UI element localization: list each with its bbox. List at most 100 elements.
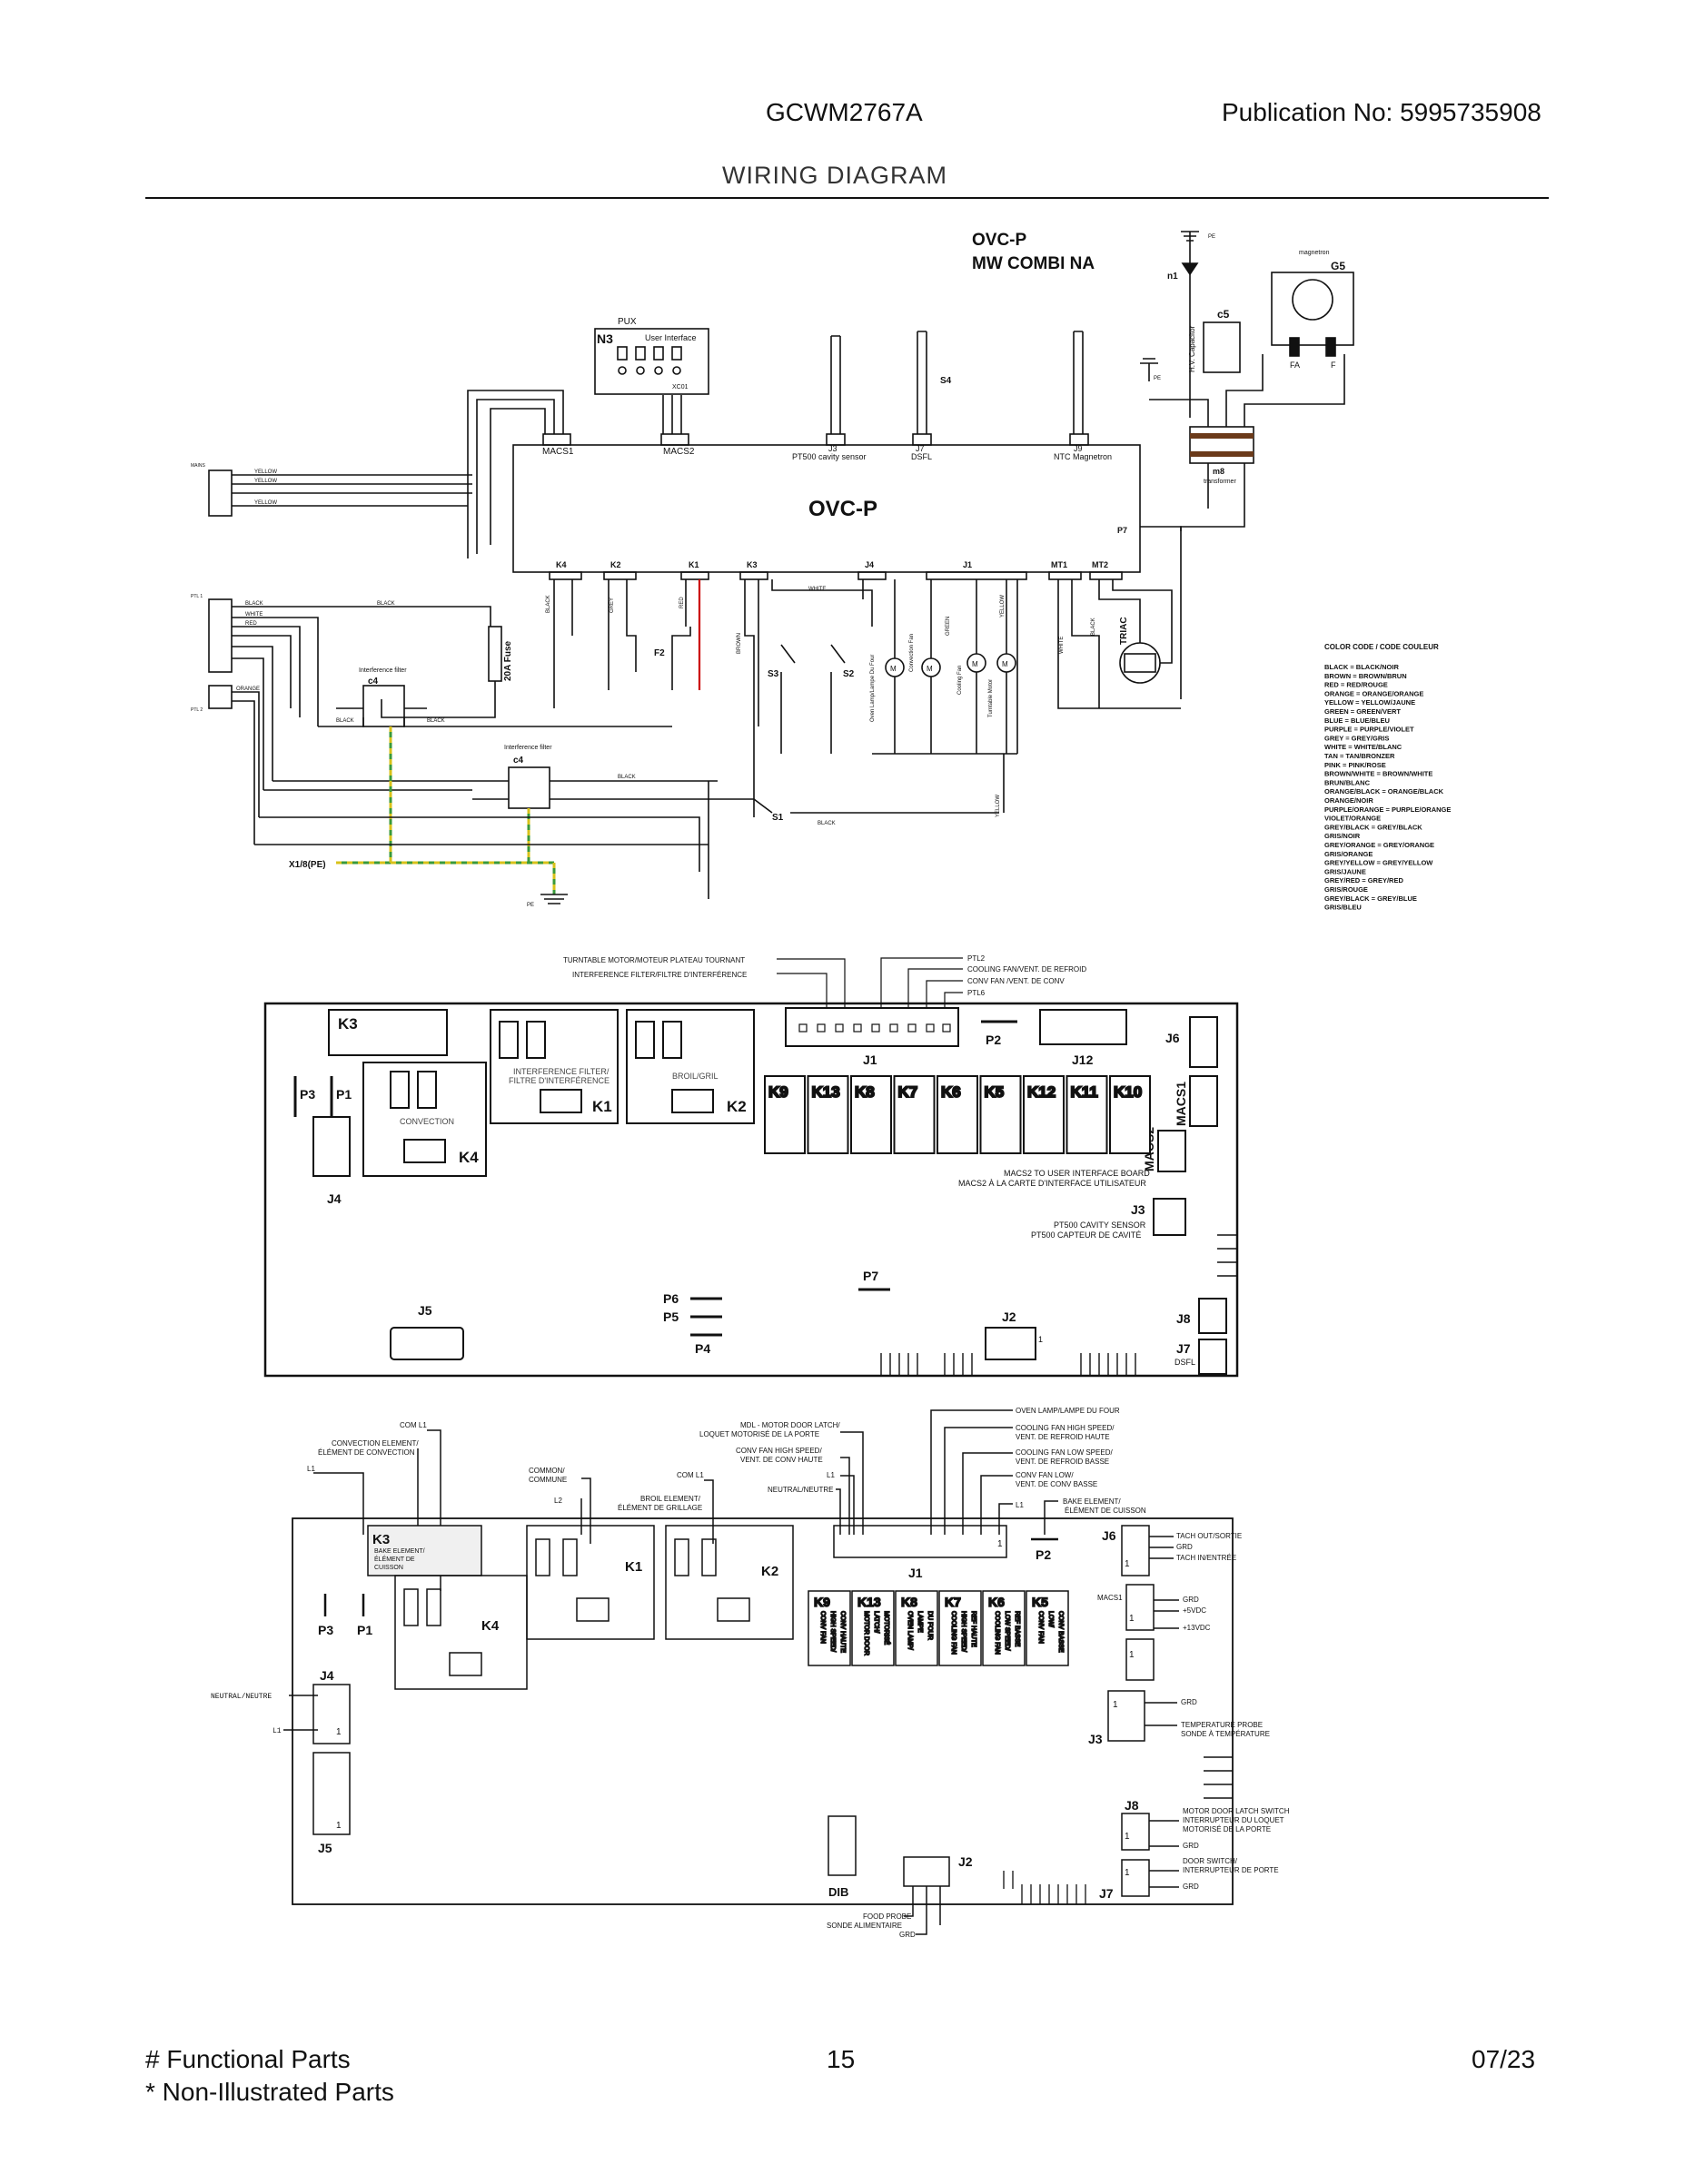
- b1-k1-relay: [490, 1009, 619, 1124]
- b2-k2-label: K2: [761, 1564, 778, 1579]
- f-label: F: [1331, 361, 1336, 370]
- b2-callout-convhigh-1: CONV FAN HIGH SPEED/: [736, 1447, 822, 1455]
- b1-p2-label: P2: [986, 1033, 1001, 1047]
- b1-j3-note-2: PT500 CAPTEUR DE CAVITÉ: [1031, 1230, 1141, 1240]
- b2-callout-conv-1: CONVECTION ELEMENT/: [332, 1439, 419, 1448]
- ptl1-label: PTL 1: [191, 594, 203, 599]
- b2-callout-mdl-2: LOQUET MOTORISÉ DE LA PORTE: [699, 1430, 819, 1438]
- wire-red-ptl: RED: [245, 621, 257, 627]
- b2-callout-coollow-1: COOLING FAN LOW SPEED/: [1016, 1448, 1113, 1457]
- color-code-legend: COLOR CODE / CODE COULEUR BLACK = BLACK/…: [1324, 643, 1451, 912]
- wire-black-filter: BLACK: [336, 718, 354, 724]
- n1-label: n1: [1167, 272, 1178, 282]
- b2-j2-probe-2: SONDE ALIMENTAIRE: [827, 1922, 902, 1930]
- b2-k3-label: K3: [372, 1532, 390, 1547]
- mt1-label: MT1: [1051, 560, 1067, 569]
- b2-k1-label: K1: [625, 1559, 642, 1575]
- ground-wire-green: [336, 726, 556, 894]
- schematic: OVC-P OVC-P MW COMBI NA PUX N3 User Inte…: [191, 231, 1354, 908]
- wire-black-s1: BLACK: [818, 821, 836, 826]
- color-code-line: WHITE = WHITE/BLANC: [1324, 743, 1403, 751]
- b1-k1-desc-1: INTERFERENCE FILTER/: [513, 1067, 610, 1076]
- b2-relay-body: [1026, 1590, 1069, 1666]
- b2-j6-pin1: 1: [1125, 1559, 1130, 1569]
- pe-label-ground: PE: [527, 903, 534, 908]
- wire-orange-ptl: ORANGE: [236, 687, 260, 692]
- b1-j2-pin-1: 1: [1038, 1335, 1043, 1344]
- b2-k1-relay: [526, 1525, 655, 1640]
- j4-conn-label: J4: [865, 560, 874, 569]
- macs2-label: MACS2: [663, 447, 695, 457]
- wire-grey-k2: GREY: [610, 598, 615, 613]
- triac: [1119, 642, 1161, 684]
- b2-callout-l2: L2: [554, 1497, 562, 1505]
- b2-callout-convhigh-2: VENT. DE CONV HAUTE: [740, 1456, 823, 1464]
- s2-label: S2: [843, 669, 855, 679]
- interference-filter-1: [362, 685, 405, 727]
- wire-green: GREEN: [946, 617, 951, 636]
- turntable-label: Turntable Motor: [988, 679, 994, 717]
- b2-relay-body: [982, 1590, 1026, 1666]
- board-2-outline: [292, 1517, 1234, 1905]
- b2-extra-pin1: 1: [1129, 1650, 1135, 1660]
- b2-callout-com-l1: COM L1: [400, 1421, 427, 1429]
- hv-capacitor: [1203, 321, 1241, 373]
- wire-black-filter-2: BLACK: [427, 718, 445, 724]
- wire-brown: BROWN: [737, 633, 742, 654]
- color-code-line: GREY/RED = GREY/RED: [1324, 876, 1403, 884]
- b1-relay-k12: K12: [1023, 1075, 1065, 1154]
- b1-k1-desc-2: FILTRE D'INTERFÉRENCE: [509, 1076, 610, 1085]
- b2-macs1-label: MACS1: [1097, 1594, 1123, 1602]
- b2-connector-extra: [1125, 1638, 1155, 1681]
- magnetron: [1271, 272, 1354, 346]
- b2-j7-connector: [1121, 1859, 1150, 1897]
- b2-relay-label: K7: [945, 1595, 961, 1609]
- b2-relay-desc: CONV HAUTE: [839, 1611, 846, 1653]
- fa-label: FA: [1290, 361, 1300, 370]
- k3-conn-label: K3: [747, 560, 758, 569]
- b2-j2-probe-1: FOOD PROBE: [863, 1912, 911, 1921]
- b2-callout-conv-2: ÉLÉMENT DE CONVECTION: [318, 1448, 415, 1457]
- b1-macs1-connector: [1189, 1075, 1218, 1127]
- b1-k2-relay: [626, 1009, 755, 1124]
- b1-callout-conv: CONV FAN /VENT. DE CONV: [967, 977, 1065, 985]
- transformer-label: transformer: [1204, 479, 1236, 485]
- board-1-outline: [263, 1002, 1239, 1378]
- b1-j12-label: J12: [1072, 1052, 1094, 1067]
- header-rule: [145, 197, 1549, 199]
- b2-j8-connector: [1121, 1813, 1150, 1851]
- b1-relay-label: K6: [941, 1083, 961, 1101]
- b2-relay-body: [851, 1590, 895, 1666]
- mt2-label: MT2: [1092, 560, 1108, 569]
- c5-label: c5: [1217, 308, 1230, 321]
- b2-j6-connector: [1121, 1525, 1150, 1576]
- color-code-line: RED = RED/ROUGE: [1324, 681, 1388, 689]
- b1-j6-label: J6: [1165, 1031, 1180, 1045]
- wire-white-ptl: WHITE: [245, 612, 263, 618]
- b1-p7-label: P7: [863, 1269, 878, 1283]
- hv-capacitor-label: H.V. Capacitor: [1188, 325, 1196, 372]
- b1-j4-connector: [312, 1116, 351, 1177]
- b1-j8-label: J8: [1176, 1311, 1191, 1326]
- b2-callout-l1-mid: L1: [827, 1471, 835, 1479]
- ptl1-terminal: [208, 598, 233, 673]
- wire-white-mt1: WHITE: [1059, 637, 1065, 654]
- color-code-line: GREY/BLACK = GREY/BLACK: [1324, 823, 1422, 831]
- b2-j4-neutral: NEUTRAL/NEUTRE: [211, 1693, 272, 1701]
- b2-j7-label-2: INTERRUPTEUR DE PORTE: [1183, 1866, 1279, 1874]
- b2-j7-label-1: DOOR SWITCH/: [1183, 1857, 1238, 1865]
- b1-p6-label: P6: [663, 1291, 679, 1306]
- svg-text:M: M: [1002, 660, 1008, 668]
- b1-relay-label: K7: [898, 1083, 918, 1101]
- b1-j4-label: J4: [327, 1191, 342, 1206]
- wire-yellow-1: YELLOW: [254, 469, 277, 475]
- b1-j6-connector: [1189, 1016, 1218, 1068]
- b1-k2-label: K2: [727, 1098, 747, 1115]
- b1-j1-label: J1: [863, 1052, 877, 1067]
- b1-relay-body: [1023, 1075, 1065, 1154]
- b2-j3-label: J3: [1088, 1732, 1103, 1746]
- b2-relay-label: K5: [1032, 1595, 1048, 1609]
